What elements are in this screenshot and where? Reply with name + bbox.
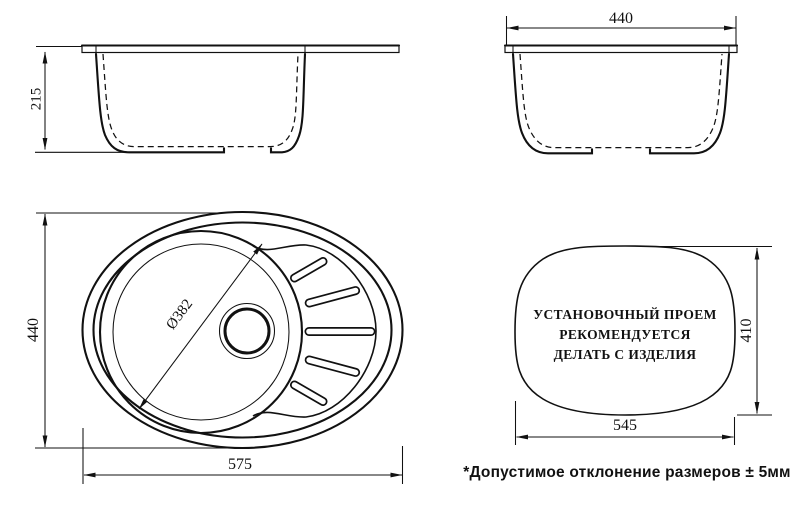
dim-440-left-label: 440 (25, 318, 42, 342)
outer-rim-oval (81, 210, 404, 450)
drain-outlet (218, 302, 276, 360)
sink-rim-profile-2 (503, 44, 739, 58)
bowl-section-outline-2 (511, 52, 731, 155)
cutout-view: УСТАНОВОЧНЫЙ ПРОЕМ РЕКОМЕНДУЕТСЯ ДЕЛАТЬ … (514, 245, 772, 445)
cutout-outline (514, 245, 736, 416)
dim-bowl-label: Ø382 (163, 296, 196, 332)
dim-410: 410 (653, 245, 772, 416)
dim-575-label: 575 (228, 456, 252, 473)
bowl-hidden-line-2 (519, 53, 723, 149)
bowl-hidden-line (102, 53, 299, 148)
dim-440-left: 440 (25, 212, 235, 449)
tolerance-note: *Допустимое отклонение размеров ± 5мм (463, 464, 790, 481)
dim-440-top-label: 440 (609, 10, 633, 27)
dim-215: 215 (29, 45, 132, 153)
dim-bowl-diameter: Ø382 (138, 243, 263, 410)
dim-215-label: 215 (29, 88, 45, 111)
bowl-outer-circle (98, 229, 304, 435)
dim-545-label: 545 (613, 417, 637, 434)
cutout-caption-line2: РЕКОМЕНДУЕТСЯ (559, 327, 691, 342)
bowl-section-outline (94, 52, 307, 154)
drainboard-edge (252, 244, 377, 418)
dim-545: 545 (514, 401, 736, 445)
cutout-caption: УСТАНОВОЧНЫЙ ПРОЕМ РЕКОМЕНДУЕТСЯ ДЕЛАТЬ … (533, 307, 717, 362)
drainboard-ridges (290, 257, 376, 406)
cutout-caption-line3: ДЕЛАТЬ С ИЗДЕЛИЯ (554, 347, 697, 362)
cutout-caption-line1: УСТАНОВОЧНЫЙ ПРОЕМ (533, 307, 717, 322)
dim-575: 575 (82, 428, 404, 484)
inner-rim-oval (92, 221, 393, 439)
side-view-width: 440 (503, 10, 739, 155)
sink-rim-profile (80, 44, 401, 58)
plan-view: Ø382 440 575 (25, 210, 404, 484)
dim-440-top: 440 (505, 10, 737, 48)
bowl-inner-circle (112, 243, 290, 421)
side-view-length: 215 (29, 44, 401, 154)
dim-410-label: 410 (738, 319, 755, 343)
